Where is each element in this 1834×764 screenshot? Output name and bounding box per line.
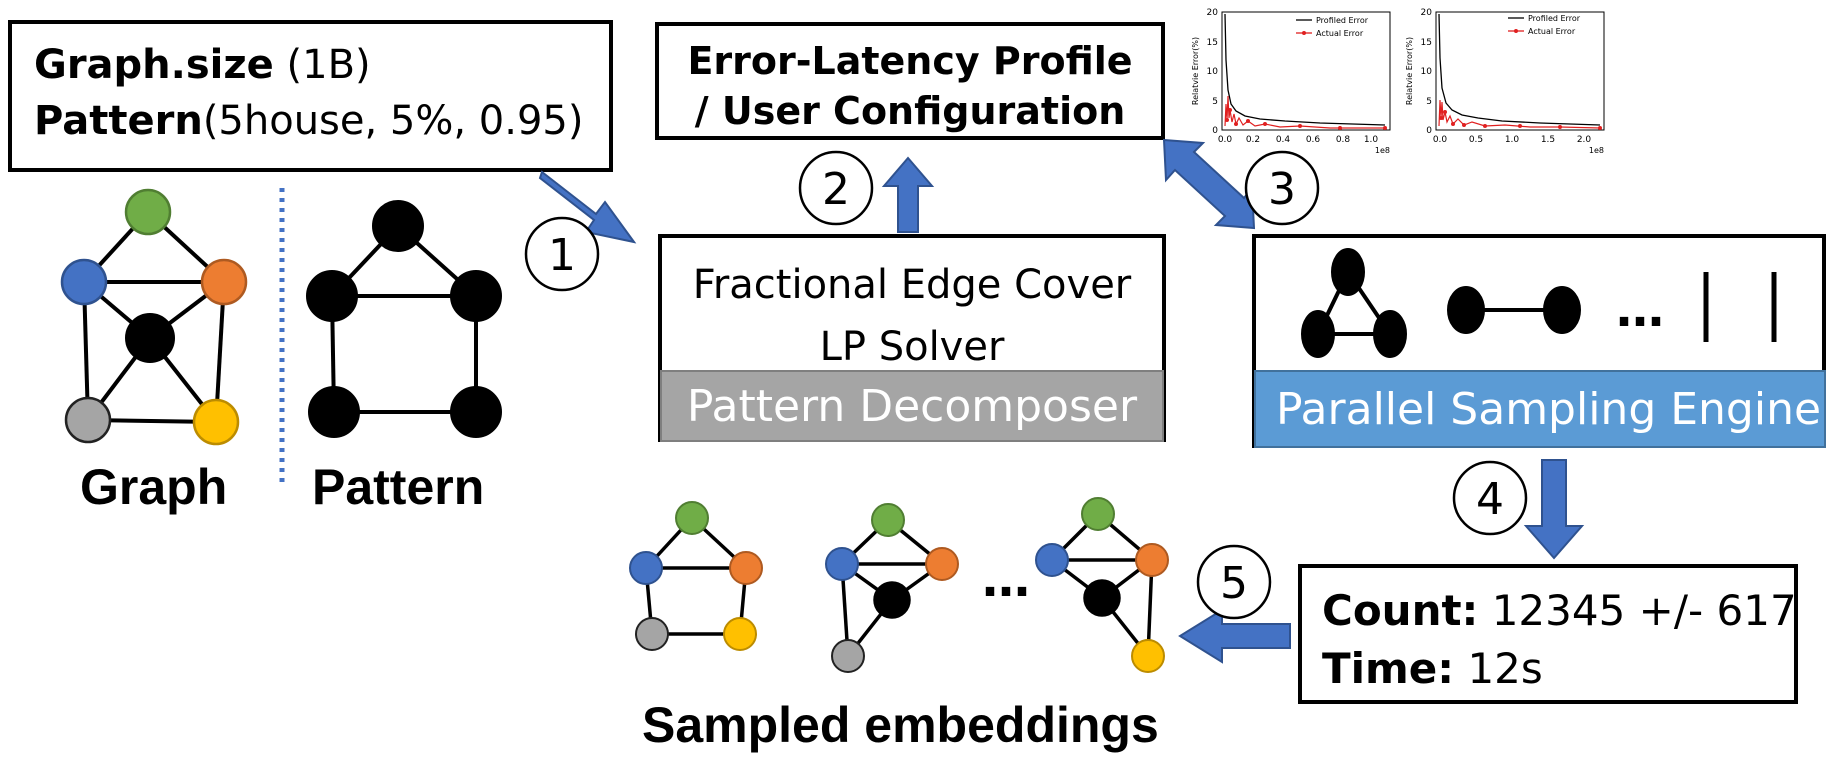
step-3-marker: [1244, 150, 1320, 226]
arrow-1: [538, 170, 637, 244]
graph-size-value: (1B): [273, 42, 371, 88]
arrow-2: [881, 156, 935, 233]
chart-1-profiled-line: [1224, 13, 1386, 126]
chart-1-ytick-0: 0: [1212, 126, 1218, 136]
chart-2-xtick-0: 0.0: [1433, 135, 1448, 145]
step-1-marker: [524, 216, 600, 292]
chart-1-ylabel: Relatvie Error(%): [1191, 37, 1200, 105]
graph-size-key: Graph.size: [34, 42, 274, 88]
embedding-3: [1035, 497, 1169, 673]
engine-subpatterns: [1301, 248, 1777, 358]
chart-1-ytick-1: 5: [1212, 97, 1218, 107]
sampled-embeddings-label: Sampled embeddings: [642, 697, 1159, 753]
chart-1-xtick-4: 0.8: [1336, 135, 1351, 145]
chart-2-xtick-2: 1.0: [1505, 135, 1520, 145]
node-black: [125, 313, 175, 363]
time-line: Time: 12s: [1322, 640, 1794, 698]
chart-2-ytick-4: 20: [1421, 8, 1433, 18]
pattern-value: (5house, 5%, 0.95): [202, 98, 584, 144]
chart-2-xtick-3: 1.5: [1541, 135, 1555, 145]
step-4-number: 4: [1476, 474, 1504, 525]
engine-ellipsis: …: [1616, 282, 1664, 338]
graph-size-line: Graph.size (1B): [34, 42, 609, 98]
step-1-number: 1: [548, 230, 576, 281]
chart-2-offset: 1e8: [1589, 146, 1604, 155]
profile-line-1: Error-Latency Profile: [687, 39, 1133, 83]
chart-2-profiled-line: [1438, 13, 1601, 126]
pattern-line: Pattern(5house, 5%, 0.95): [34, 98, 609, 144]
chart-1: Relatvie Error(%) 0 5 10 15 20 0.0 0.2 0…: [1191, 8, 1391, 155]
embedding-2: [825, 503, 959, 673]
chart-2-legend-actual: Actual Error: [1528, 27, 1576, 36]
embedding-1: [629, 501, 763, 651]
input-box: Graph.size (1B) Pattern(5house, 5%, 0.95…: [8, 20, 613, 172]
chart-2-ytick-2: 10: [1421, 67, 1433, 77]
chart-2-ytick-3: 15: [1421, 38, 1432, 48]
chart-1-offset: 1e8: [1375, 146, 1390, 155]
engine-band: Parallel Sampling Engine: [1254, 370, 1826, 448]
time-value: 12s: [1454, 644, 1543, 693]
decomposer-band: Pattern Decomposer: [660, 370, 1164, 442]
chart-2-ylabel: Relatvie Error(%): [1405, 37, 1414, 105]
chart-2-xtick-4: 2.0: [1577, 135, 1592, 145]
chart-2-legend-profiled: Profiled Error: [1528, 14, 1581, 23]
chart-1-legend-actual: Actual Error: [1316, 29, 1364, 38]
graph-label: Graph: [80, 459, 228, 515]
profile-box: Error-Latency Profile / User Configurati…: [655, 22, 1165, 140]
step-4-marker: [1452, 460, 1528, 536]
chart-1-xtick-0: 0.0: [1218, 135, 1233, 145]
arrow-5: [1178, 608, 1291, 664]
pattern-graph: [306, 200, 502, 438]
chart-1-ytick-4: 20: [1207, 8, 1219, 18]
chart-1-xtick-5: 1.0: [1364, 135, 1379, 145]
result-box: Count: 12345 +/- 617 Time: 12s: [1298, 564, 1798, 704]
chart-1-xtick-3: 0.6: [1306, 135, 1321, 145]
node-yellow: [192, 398, 240, 446]
chart-1-ytick-3: 15: [1207, 38, 1218, 48]
arrows: [538, 138, 1585, 664]
pattern-label: Pattern: [312, 459, 485, 515]
node-gray: [64, 396, 112, 444]
node-blue: [60, 258, 108, 306]
chart-1-legend-profiled: Profiled Error: [1316, 16, 1369, 25]
step-2-marker: [798, 150, 874, 226]
count-value: 12345 +/- 617: [1478, 586, 1797, 635]
chart-1-xtick-2: 0.4: [1276, 135, 1291, 145]
step-2-number: 2: [822, 164, 850, 215]
node-green: [124, 188, 172, 236]
input-graph: [60, 188, 248, 446]
chart-1-ytick-2: 10: [1207, 67, 1219, 77]
chart-2-ytick-0: 0: [1426, 126, 1432, 136]
decomposer-line-1: Fractional Edge Cover: [692, 262, 1132, 308]
step-markers: [524, 150, 1528, 620]
decomposer-line-2: LP Solver: [819, 324, 1005, 370]
chart-2-xtick-1: 0.5: [1469, 135, 1483, 145]
count-label: Count:: [1322, 586, 1479, 635]
arrow-3: [1162, 138, 1256, 230]
count-line: Count: 12345 +/- 617: [1322, 582, 1797, 640]
chart-2-ytick-1: 5: [1426, 97, 1432, 107]
time-label: Time:: [1322, 644, 1455, 693]
chart-2: Relatvie Error(%) 0 5 10 15 20 0.0 0.5 1…: [1405, 8, 1605, 155]
chart-1-xtick-1: 0.2: [1246, 135, 1260, 145]
chart-1-actual-line: [1224, 95, 1385, 129]
embeddings-ellipsis: …: [982, 552, 1030, 608]
step-5-number: 5: [1220, 558, 1248, 609]
pattern-key: Pattern: [34, 98, 203, 144]
arrow-4: [1523, 459, 1585, 560]
step-3-number: 3: [1268, 164, 1296, 215]
node-orange: [200, 258, 248, 306]
profile-line-2: / User Configuration: [694, 89, 1126, 133]
step-5-marker: [1196, 544, 1272, 620]
